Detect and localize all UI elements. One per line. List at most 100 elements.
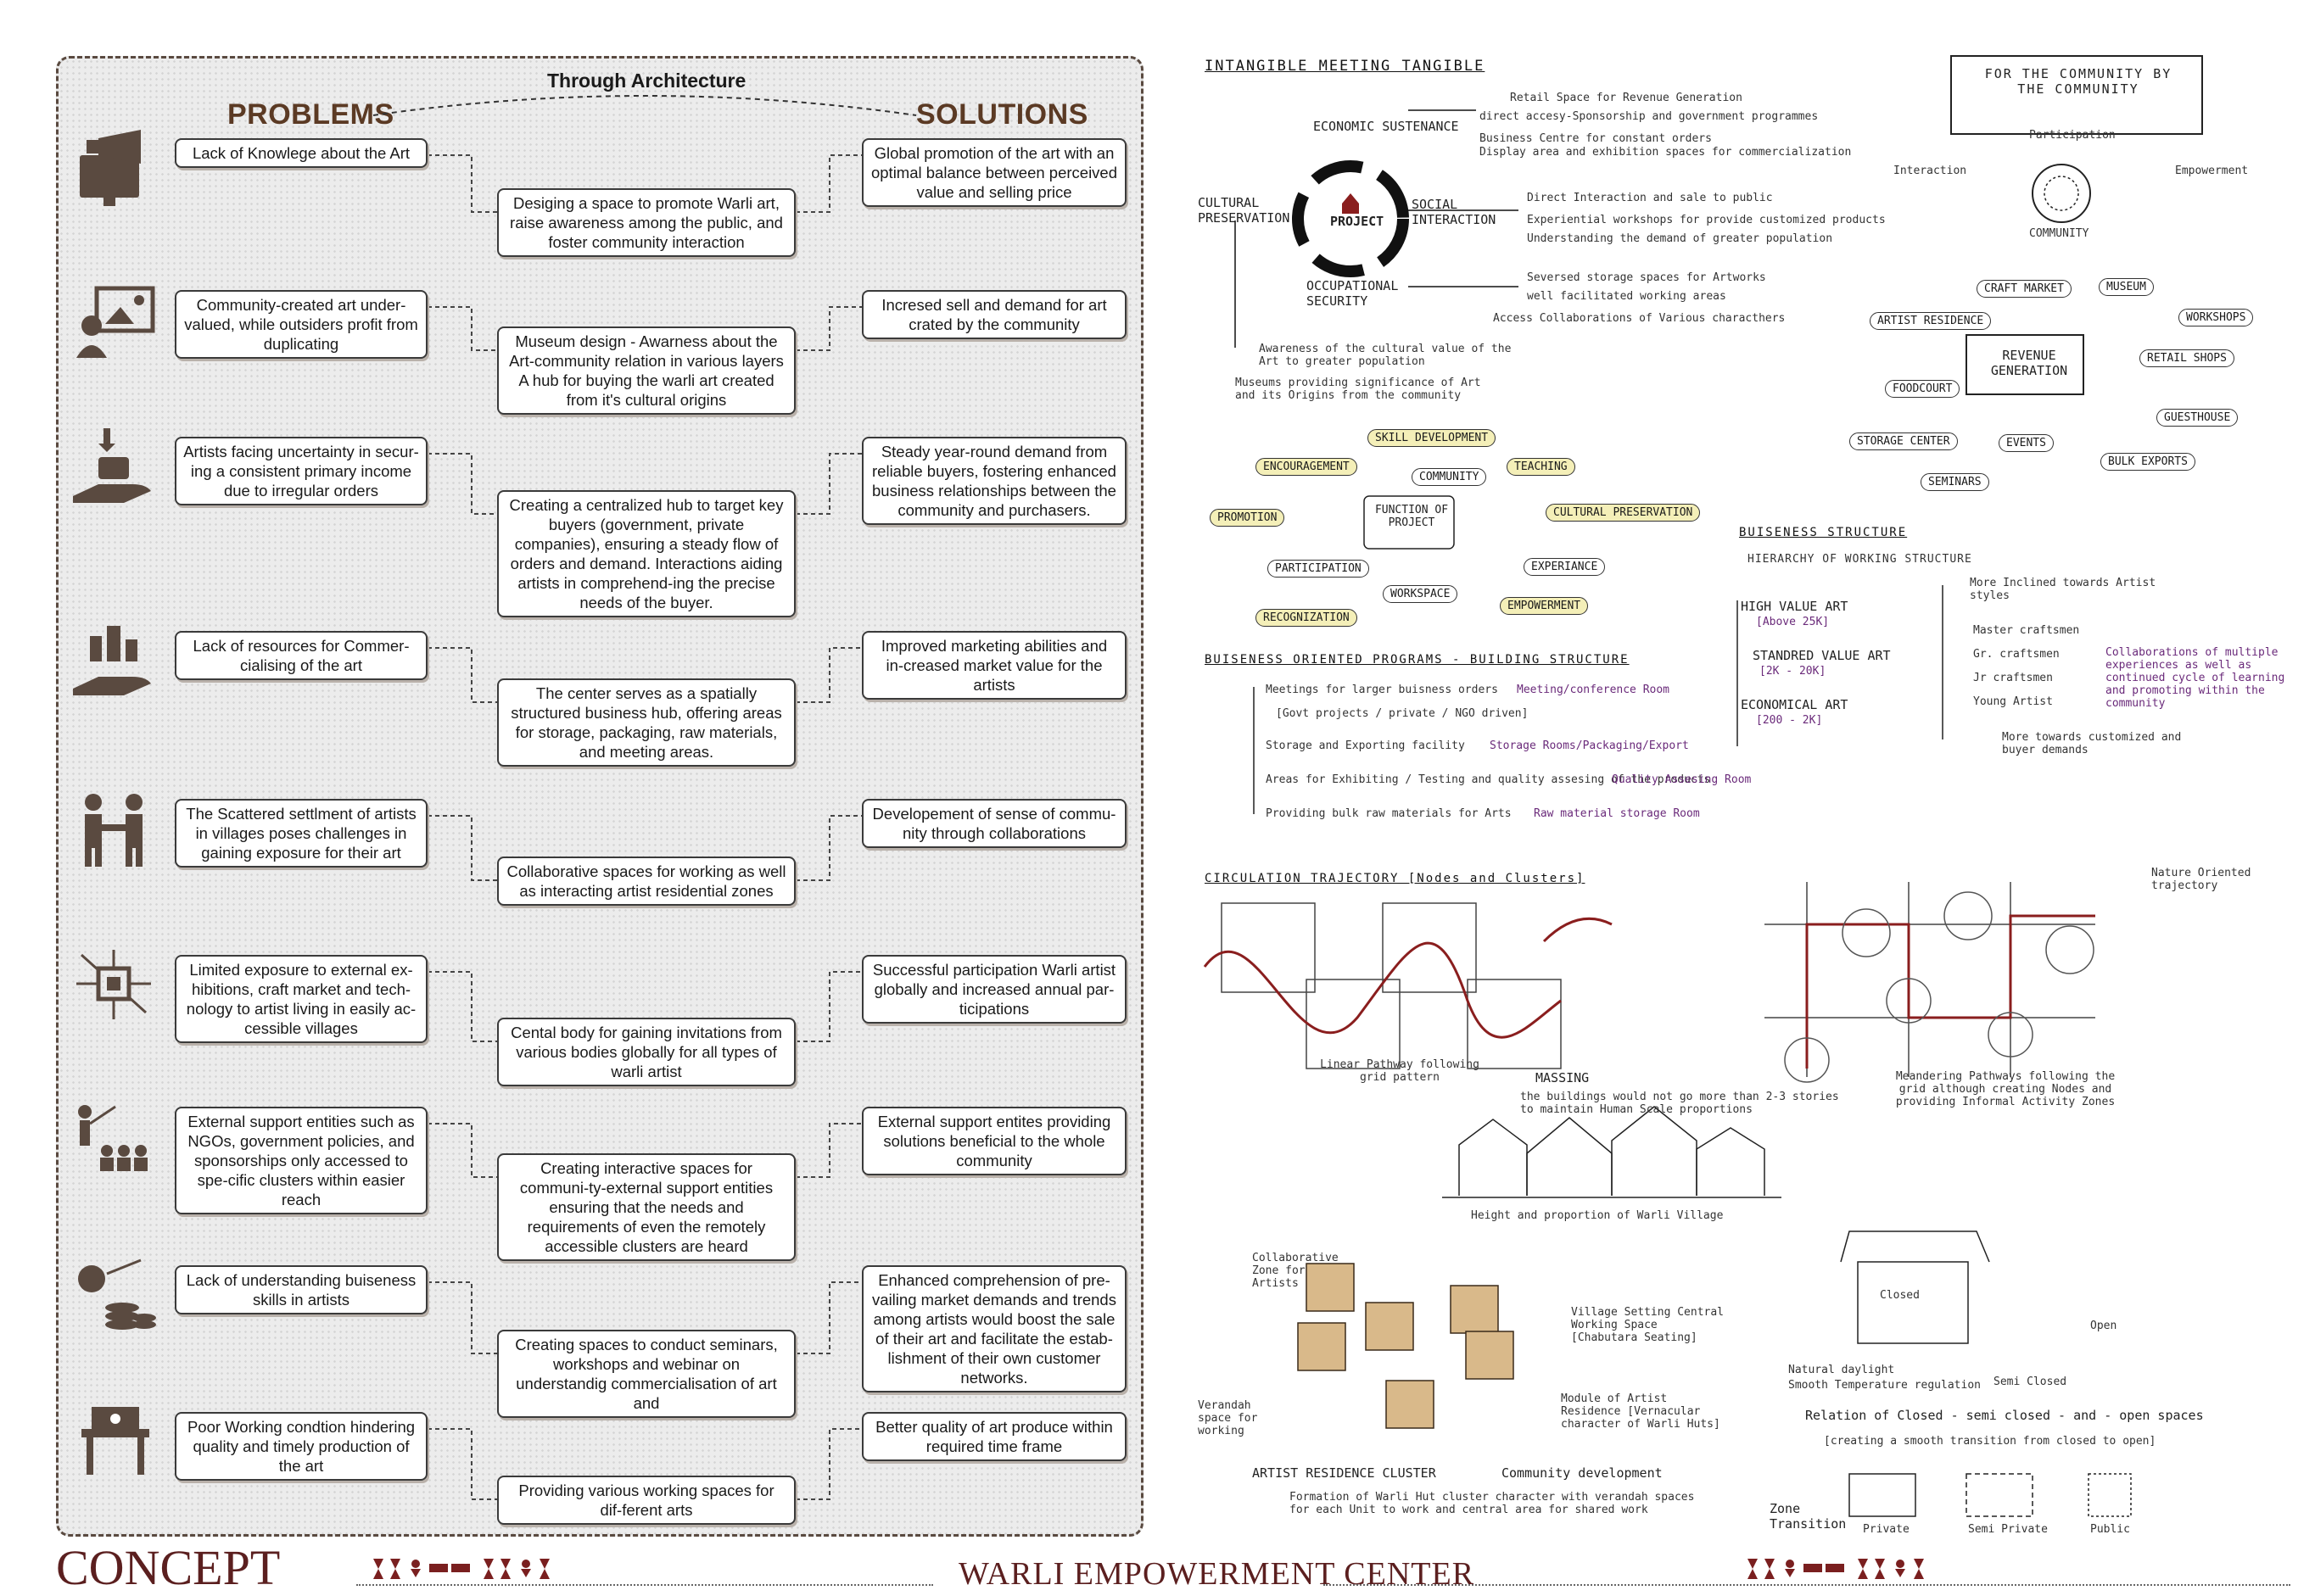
zone-transition-label: Zone Transition bbox=[1770, 1501, 1847, 1532]
tier-high-note: [Above 25K] bbox=[1756, 616, 1830, 628]
program-4-result: Raw material storage Room bbox=[1534, 807, 1700, 820]
footer-rule-left bbox=[356, 1584, 933, 1586]
problem-box: External support entities such as NGOs, … bbox=[175, 1107, 428, 1214]
craft-young: Young Artist bbox=[1973, 695, 2053, 708]
massing-title: MASSING bbox=[1535, 1070, 1590, 1085]
network-chip-icon bbox=[73, 946, 158, 1023]
problem-box: Poor Working condtion hindering quality … bbox=[175, 1412, 428, 1481]
module-note: Module of Artist Residence [Vernacular c… bbox=[1561, 1392, 1720, 1431]
economic-sustenance: ECONOMIC SUSTENANCE bbox=[1313, 119, 1459, 134]
program-sub: [Govt projects / private / NGO driven] bbox=[1276, 707, 1529, 720]
zone-private: Private bbox=[1863, 1523, 1910, 1536]
revenue-foodcourt: FOODCOURT bbox=[1885, 380, 1960, 398]
craft-top-note: More Inclined towards Artist styles bbox=[1970, 577, 2156, 602]
hand-coins-icon bbox=[73, 428, 158, 505]
nature-trajectory-note: Nature Oriented trajectory bbox=[2151, 867, 2251, 892]
architecture-response-box: Cental body for gaining invitations from… bbox=[497, 1018, 796, 1086]
architecture-response-box: Museum design - Awarness about the Art-c… bbox=[497, 326, 796, 415]
occupational-security: OCCUPATIONAL SECURITY bbox=[1306, 278, 1399, 309]
tier-high: HIGH VALUE ART bbox=[1741, 599, 1848, 614]
architecture-response-box: Collaborative spaces for working as well… bbox=[497, 857, 796, 906]
occ-note-3: Access Collaborations of Various charact… bbox=[1493, 312, 1786, 325]
solution-box: Global promotion of the art with an opti… bbox=[862, 138, 1127, 207]
problem-box: Lack of resources for Commer-cialising o… bbox=[175, 631, 428, 680]
function-workspace: WORKSPACE bbox=[1383, 585, 1458, 603]
cultural-preservation: CULTURAL PRESERVATION bbox=[1198, 195, 1290, 226]
solution-box: Improved marketing abilities and in-crea… bbox=[862, 631, 1127, 700]
participation-label: Participation bbox=[2029, 129, 2116, 142]
econ-note-2: direct accesy-Sponsorship and government… bbox=[1479, 110, 1819, 123]
open-label: Open bbox=[2090, 1320, 2117, 1332]
temperature-note: Smooth Temperature regulation bbox=[1788, 1379, 1981, 1392]
village-setting-note: Village Setting Central Working Space [C… bbox=[1571, 1306, 1725, 1344]
craft-gr: Gr. craftsmen bbox=[1973, 648, 2060, 661]
problem-box: Lack of understanding buiseness skills i… bbox=[175, 1265, 428, 1314]
function-skill-development: SKILL DEVELOPMENT bbox=[1367, 429, 1496, 447]
cluster-title: ARTIST RESIDENCE CLUSTER bbox=[1252, 1465, 1436, 1481]
revenue-guesthouse: GUESTHOUSE bbox=[2156, 409, 2239, 427]
tier-standard-note: [2K - 20K] bbox=[1759, 665, 1826, 678]
craft-jr: Jr craftsmen bbox=[1973, 672, 2053, 684]
interaction-label: Interaction bbox=[1893, 165, 1967, 177]
presentation-audience-icon bbox=[73, 1098, 158, 1175]
program-1: Meetings for larger buisness orders bbox=[1266, 684, 1498, 696]
relation-title: Relation of Closed - semi closed - and -… bbox=[1805, 1408, 2204, 1423]
closed-label: Closed bbox=[1880, 1289, 1920, 1302]
megaphone-monitor-icon bbox=[73, 130, 158, 206]
solution-box: Successful participation Warli artist gl… bbox=[862, 955, 1127, 1024]
warli-center-title: WARLI EMPOWERMENT CENTER bbox=[959, 1556, 1475, 1592]
program-3-result: Quality Assesing Room bbox=[1612, 773, 1752, 786]
occ-note-2: well facilitated working areas bbox=[1527, 290, 1726, 303]
revenue-craft-market: CRAFT MARKET bbox=[1977, 280, 2072, 298]
workbench-icon bbox=[73, 1403, 158, 1480]
function-promotion: PROMOTION bbox=[1210, 509, 1285, 527]
revenue-generation: REVENUE GENERATION bbox=[1990, 348, 2068, 378]
program-2-result: Storage Rooms/Packaging/Export bbox=[1490, 739, 1689, 752]
community-title: FOR THE COMMUNITY BY THE COMMUNITY bbox=[1984, 66, 2172, 97]
solution-box: External support entites providing solut… bbox=[862, 1107, 1127, 1175]
relation-sub: [creating a smooth transition from close… bbox=[1824, 1435, 2156, 1448]
program-2: Storage and Exporting facility bbox=[1266, 739, 1465, 752]
architecture-response-box: Providing various working spaces for dif… bbox=[497, 1476, 796, 1525]
intangible-tangible-title: INTANGIBLE MEETING TANGIBLE bbox=[1205, 58, 1485, 75]
function-of-project: FUNCTION OF PROJECT bbox=[1374, 504, 1449, 529]
collab-zone-note: Collaborative Zone for Artists bbox=[1252, 1252, 1339, 1290]
massing-note: the buildings would not go more than 2-3… bbox=[1520, 1091, 1839, 1116]
craft-master: Master craftsmen bbox=[1973, 624, 2080, 637]
program-4: Providing bulk raw materials for Arts bbox=[1266, 807, 1512, 820]
solution-box: Steady year-round demand from reliable b… bbox=[862, 437, 1127, 525]
function-encouragement: ENCOURAGEMENT bbox=[1255, 458, 1357, 476]
empowerment-label: Empowerment bbox=[2175, 165, 2249, 177]
cluster-note: Formation of Warli Hut cluster character… bbox=[1289, 1491, 1695, 1516]
function-participation: PARTICIPATION bbox=[1267, 560, 1369, 578]
occ-note-1: Seversed storage spaces for Artworks bbox=[1527, 271, 1766, 284]
econ-note-3: Business Centre for constant orders bbox=[1479, 132, 1712, 145]
circulation-title: CIRCULATION TRAJECTORY [Nodes and Cluste… bbox=[1205, 872, 1585, 885]
hierarchy-label: HIERARCHY OF WORKING STRUCTURE bbox=[1747, 553, 1972, 566]
programs-title: BUISENESS ORIENTED PROGRAMS - BUILDING S… bbox=[1205, 653, 1630, 667]
linear-pathway-note: Linear Pathway following grid pattern bbox=[1320, 1058, 1479, 1084]
social-interaction: SOCIAL INTERACTION bbox=[1412, 197, 1496, 227]
revenue-artist-residence: ARTIST RESIDENCE bbox=[1870, 312, 1992, 330]
econ-note-1: Retail Space for Revenue Generation bbox=[1510, 92, 1742, 104]
econ-note-4: Display area and exhibition spaces for c… bbox=[1479, 146, 1852, 159]
social-note-3: Understanding the demand of greater popu… bbox=[1527, 232, 1833, 245]
coin-stack-growth-icon bbox=[73, 1257, 158, 1333]
revenue-museum: MUSEUM bbox=[2099, 278, 2154, 296]
project-center: PROJECT bbox=[1330, 214, 1384, 229]
problem-box: The Scattered settlment of artists in vi… bbox=[175, 799, 428, 868]
architecture-response-box: The center serves as a spatially structu… bbox=[497, 678, 796, 767]
semi-closed-label: Semi Closed bbox=[1993, 1376, 2067, 1388]
cult-note-1: Awareness of the cultural value of the A… bbox=[1259, 343, 1512, 368]
zone-semi-private: Semi Private bbox=[1968, 1523, 2048, 1536]
social-note-2: Experiential workshops for provide custo… bbox=[1527, 214, 1886, 226]
meandering-note: Meandering Pathways following the grid a… bbox=[1895, 1070, 2116, 1108]
village-note: Height and proportion of Warli Village bbox=[1471, 1209, 1724, 1222]
architecture-response-box: Creating spaces to conduct seminars, wor… bbox=[497, 1330, 796, 1418]
presenter-image-icon bbox=[73, 282, 158, 358]
function-community: COMMUNITY bbox=[1412, 468, 1487, 486]
